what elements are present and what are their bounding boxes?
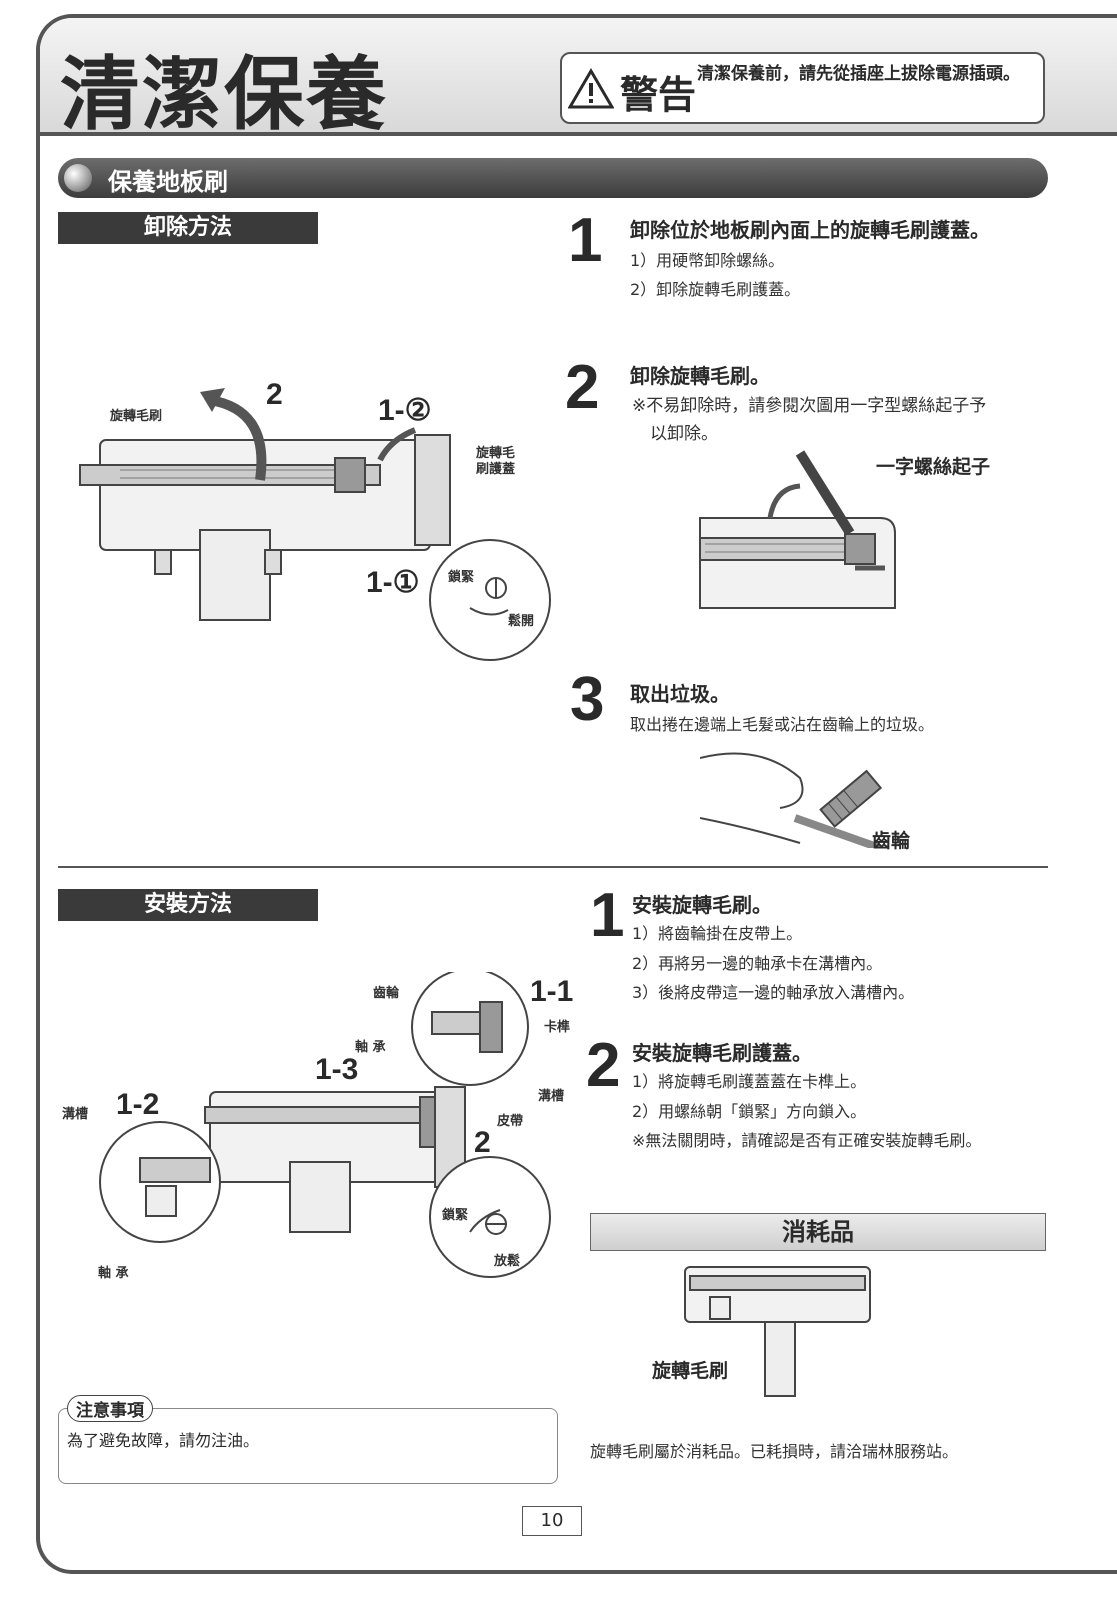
warning-text: 清潔保養前，請先從插座上拔除電源插頭。 (697, 64, 1020, 84)
install-label-bearing-bottom: 軸 承 (98, 1266, 129, 1281)
removal-step-1-line-1: 1）用硬幣卸除螺絲。 (630, 251, 785, 270)
removal-label-step-2: 2 (266, 378, 283, 411)
install-step-1-line-2: 2）再將另一邊的軸承卡在溝槽內。 (632, 954, 883, 973)
install-step-1-line-1: 1）將齒輪掛在皮帶上。 (632, 924, 803, 943)
warning-icon (568, 68, 614, 109)
removal-label-loosen: 鬆開 (508, 614, 535, 629)
page-number: 10 (522, 1506, 582, 1536)
page-frame (36, 14, 1117, 1574)
removal-label-brush: 旋轉毛刷 (110, 409, 163, 424)
section-bar: 保養地板刷 (58, 158, 1048, 198)
removal-step-3-title: 取出垃圾。 (630, 682, 730, 706)
removal-label-screwdriver: 一字螺絲起子 (876, 456, 991, 478)
section-bullet-icon (64, 164, 92, 192)
gear-cleaning-diagram (700, 752, 883, 848)
install-brush-diagram (99, 972, 551, 1278)
install-label-tighten: 鎖緊 (442, 1208, 469, 1223)
removal-step-2-note-2: 以卸除。 (650, 424, 718, 444)
removal-step-2-note-1: ※不易卸除時，請參閱次圖用一字型螺絲起子予 (632, 396, 987, 416)
page-title: 清潔保養 (60, 48, 388, 141)
install-heading: 安裝方法 (58, 889, 318, 921)
section-divider (58, 866, 1048, 868)
removal-step-1-line-2: 2）卸除旋轉毛刷護蓋。 (630, 280, 801, 299)
removal-step-1-number: 1 (568, 206, 603, 275)
removal-brush-diagram (79, 388, 551, 661)
install-label-loosen: 放鬆 (494, 1254, 521, 1269)
caution-box: 注意事項 為了避免故障，請勿注油。 (58, 1395, 558, 1484)
screwdriver-diagram (699, 450, 896, 609)
install-step-2-note: ※無法關閉時，請確認是否有正確安裝旋轉毛刷。 (632, 1131, 982, 1150)
removal-step-3-number: 3 (570, 665, 605, 734)
install-step-1-title: 安裝旋轉毛刷。 (632, 893, 772, 917)
consumables-heading: 消耗品 (590, 1213, 1046, 1251)
consumable-item-label: 旋轉毛刷 (652, 1360, 729, 1382)
removal-heading: 卸除方法 (58, 212, 318, 244)
install-label-gear: 齒輪 (373, 986, 400, 1001)
install-label-bearing-top: 軸 承 (355, 1040, 386, 1055)
install-step-2-title: 安裝旋轉毛刷護蓋。 (632, 1041, 812, 1065)
removal-step-1-title: 卸除位於地板刷內面上的旋轉毛刷護蓋。 (630, 218, 990, 242)
warning-label: 警告 (620, 73, 697, 117)
warning-box: 警告 清潔保養前，請先從插座上拔除電源插頭。 (560, 52, 1045, 124)
install-label-step-2: 2 (474, 1126, 491, 1159)
install-label-belt: 皮帶 (497, 1114, 524, 1129)
removal-label-step-1-1: 1-① (366, 566, 420, 599)
install-label-step-1-3: 1-3 (315, 1053, 359, 1086)
install-step-2-line-1: 1）將旋轉毛刷護蓋蓋在卡榫上。 (632, 1072, 867, 1091)
install-label-groove-right: 溝槽 (538, 1089, 565, 1104)
install-step-2-line-2: 2）用螺絲朝「鎖緊」方向鎖入。 (632, 1102, 867, 1121)
removal-step-2-number: 2 (565, 353, 600, 422)
removal-label-tighten: 鎖緊 (448, 570, 475, 585)
removal-label-step-1-2: 1-② (378, 394, 432, 427)
install-step-1-number: 1 (590, 881, 625, 950)
install-label-step-1-1: 1-1 (530, 975, 574, 1008)
install-step-1-line-3: 3）後將皮帶這一邊的軸承放入溝槽內。 (632, 983, 915, 1002)
removal-label-gear: 齒輪 (872, 830, 911, 852)
section-title: 保養地板刷 (108, 168, 228, 196)
removal-step-3-line-1: 取出捲在邊端上毛髮或沾在齒輪上的垃圾。 (630, 715, 935, 734)
install-label-groove-left: 溝槽 (62, 1107, 89, 1122)
install-step-2-number: 2 (586, 1031, 621, 1100)
removal-step-2-title: 卸除旋轉毛刷。 (630, 364, 770, 388)
removal-label-cover: 旋轉毛刷護蓋 (476, 446, 516, 477)
install-label-step-1-2: 1-2 (116, 1088, 160, 1121)
install-label-latch: 卡榫 (544, 1020, 571, 1035)
consumable-brush-diagram (684, 1266, 871, 1397)
caution-tag: 注意事項 (67, 1395, 153, 1422)
caution-text: 為了避免故障，請勿注油。 (67, 1431, 260, 1450)
consumables-text: 旋轉毛刷屬於消耗品。已耗損時，請洽瑞林服務站。 (590, 1442, 959, 1461)
